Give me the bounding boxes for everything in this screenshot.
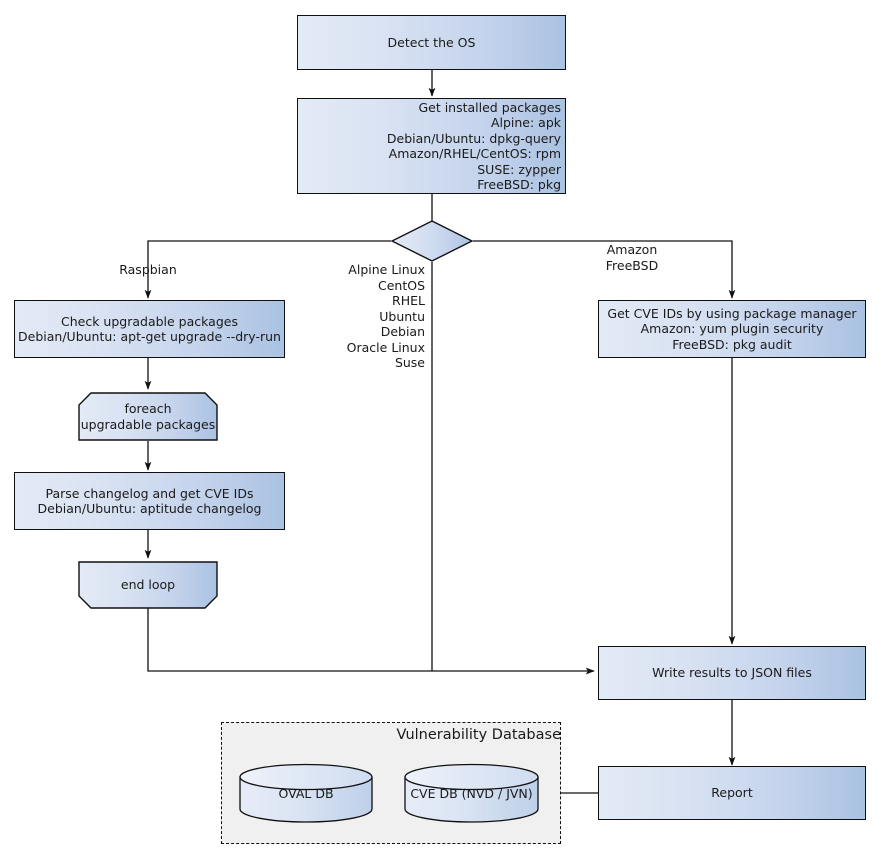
edge-label-middle-distros: Alpine Linux CentOS RHEL Ubuntu Debian O… bbox=[346, 262, 425, 370]
node-get-installed-packages-label: Get installed packages Alpine: apk Debia… bbox=[386, 99, 561, 193]
edge-label-raspbian: Raspbian bbox=[119, 262, 177, 277]
database-cylinder-oval-db[interactable]: OVAL DB bbox=[238, 763, 374, 823]
node-get-cve-ids[interactable]: Get CVE IDs by using package manager Ama… bbox=[598, 300, 866, 358]
node-check-upgradable-packages[interactable]: Check upgradable packages Debian/Ubuntu:… bbox=[14, 300, 285, 358]
node-foreach-loop-start[interactable]: foreach upgradable packages bbox=[78, 392, 218, 441]
node-write-results-label: Write results to JSON files bbox=[652, 665, 812, 681]
node-os-decision[interactable] bbox=[391, 220, 473, 262]
node-end-loop[interactable]: end loop bbox=[78, 561, 218, 609]
node-get-cve-ids-label: Get CVE IDs by using package manager Ama… bbox=[607, 305, 857, 352]
edge-endloop-to-write-results bbox=[147, 608, 595, 675]
node-detect-os-label: Detect the OS bbox=[387, 34, 476, 50]
node-parse-changelog-label: Parse changelog and get CVE IDs Debian/U… bbox=[37, 485, 262, 517]
node-get-installed-packages[interactable]: Get installed packages Alpine: apk Debia… bbox=[297, 98, 566, 194]
node-parse-changelog[interactable]: Parse changelog and get CVE IDs Debian/U… bbox=[14, 472, 285, 530]
node-detect-os[interactable]: Detect the OS bbox=[297, 15, 566, 70]
database-cylinder-cve-db[interactable]: CVE DB (NVD / JVN) bbox=[403, 763, 540, 823]
database-cylinder-cve-db-label: CVE DB (NVD / JVN) bbox=[410, 786, 533, 801]
node-report[interactable]: Report bbox=[598, 766, 866, 820]
node-report-label: Report bbox=[711, 785, 753, 801]
node-write-results[interactable]: Write results to JSON files bbox=[598, 646, 866, 700]
node-check-upgradable-packages-label: Check upgradable packages Debian/Ubuntu:… bbox=[18, 313, 281, 345]
node-end-loop-label: end loop bbox=[120, 577, 176, 593]
vulnerability-database-title: Vulnerability Database bbox=[396, 727, 561, 743]
edge-label-amazon-freebsd: Amazon FreeBSD bbox=[605, 242, 659, 273]
database-cylinder-oval-db-label: OVAL DB bbox=[278, 786, 334, 801]
node-foreach-loop-start-label: foreach upgradable packages bbox=[80, 401, 216, 432]
